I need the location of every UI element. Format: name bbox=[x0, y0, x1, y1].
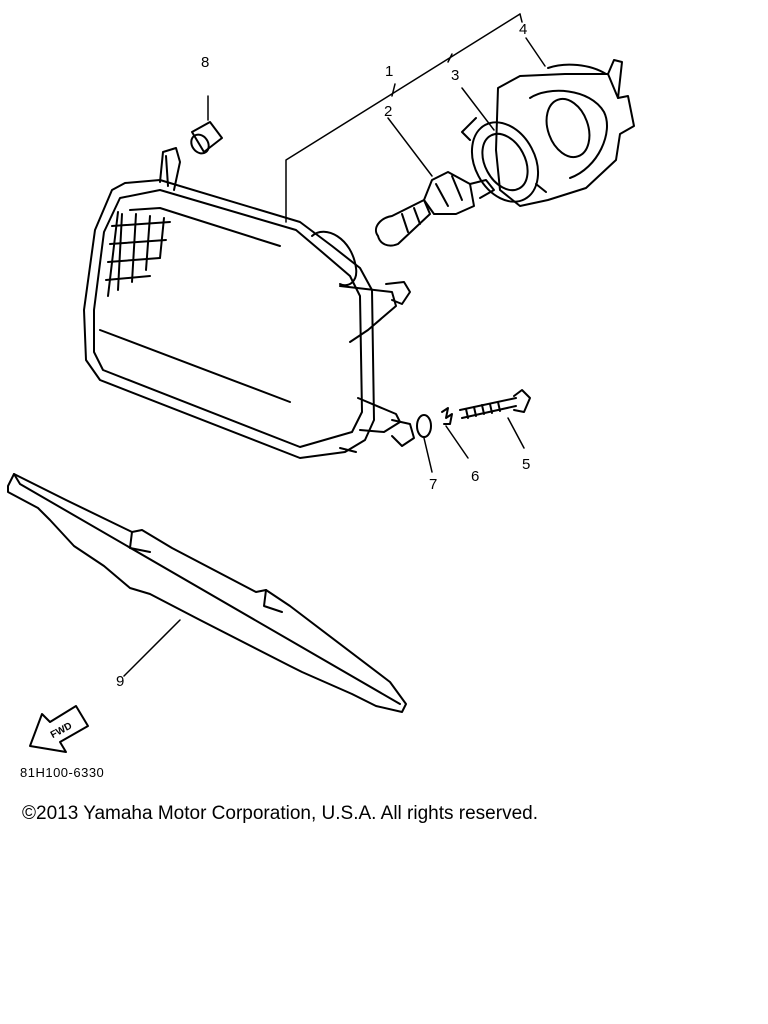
callout-2: 2 bbox=[384, 103, 392, 120]
copyright-notice: ©2013 Yamaha Motor Corporation, U.S.A. A… bbox=[22, 803, 538, 824]
grommet bbox=[190, 95, 223, 155]
callout-1: 1 bbox=[385, 63, 393, 80]
mounting-plate bbox=[7, 473, 407, 713]
nut bbox=[416, 414, 433, 473]
callout-4: 4 bbox=[519, 21, 527, 38]
assembly-leader-lines bbox=[285, 13, 546, 223]
callout-8: 8 bbox=[201, 54, 209, 71]
bulb-socket-ring bbox=[461, 117, 547, 203]
forward-arrow-icon bbox=[29, 705, 89, 753]
bulb-cover bbox=[495, 59, 635, 207]
callout-7: 7 bbox=[429, 476, 437, 493]
headlight-housing bbox=[83, 147, 415, 459]
spring bbox=[441, 407, 469, 459]
callout-9: 9 bbox=[116, 673, 124, 690]
bulb bbox=[374, 171, 495, 247]
callout-5: 5 bbox=[522, 456, 530, 473]
reference-code: 81H100-6330 bbox=[20, 765, 105, 780]
callout-6: 6 bbox=[471, 468, 479, 485]
callout-3: 3 bbox=[451, 67, 459, 84]
fwd-label: FWD bbox=[49, 721, 74, 741]
adjusting-screw bbox=[459, 389, 531, 449]
